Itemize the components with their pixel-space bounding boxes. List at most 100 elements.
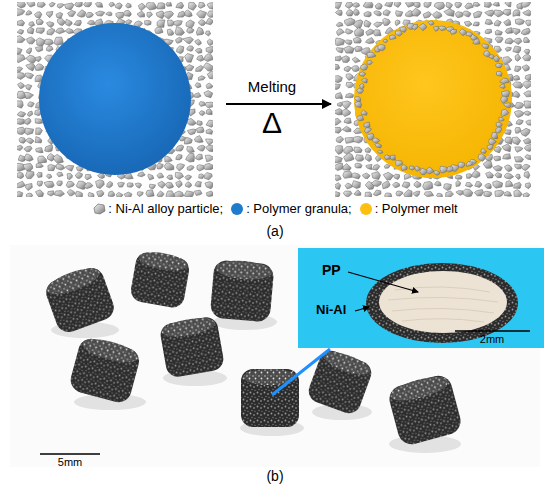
alloy-particle xyxy=(344,153,354,161)
panel-label: (b) xyxy=(266,468,283,484)
alloy-particle xyxy=(197,127,204,133)
alloy-particle xyxy=(522,2,531,7)
alloy-particle xyxy=(512,137,520,145)
alloy-particle xyxy=(360,83,364,89)
alloy-particle xyxy=(364,11,371,17)
alloy-particle xyxy=(25,73,34,79)
alloy-particle xyxy=(176,155,182,160)
alloy-particle xyxy=(466,183,473,188)
alloy-particle xyxy=(493,181,503,188)
alloy-particle xyxy=(199,102,206,107)
alloy-particle xyxy=(383,10,390,16)
alloy-particle xyxy=(523,138,531,144)
alloy-particle xyxy=(493,2,500,6)
alloy-particle xyxy=(432,12,442,19)
alloy-particle xyxy=(335,118,341,125)
alloy-particle xyxy=(494,156,501,161)
alloy-particle xyxy=(185,54,194,63)
alloy-particle xyxy=(117,192,123,197)
alloy-particle xyxy=(17,145,23,150)
alloy-particle xyxy=(157,3,165,9)
alloy-particle xyxy=(195,39,202,45)
alloy-particle xyxy=(342,101,351,109)
alloy-particle xyxy=(506,181,513,187)
alloy-particle xyxy=(17,101,23,108)
legend-text: : Polymer granula; xyxy=(246,201,352,216)
alloy-particle xyxy=(364,20,371,27)
alloy-particle xyxy=(378,150,384,153)
alloy-particle xyxy=(513,82,523,88)
alloy-particle xyxy=(365,154,372,162)
alloy-particle xyxy=(166,191,175,197)
alloy-particle xyxy=(393,183,400,188)
alloy-particle xyxy=(525,183,531,189)
alloy-particle xyxy=(57,172,63,177)
alloy-particle xyxy=(515,174,520,179)
alloy-particle xyxy=(524,37,530,42)
alloy-particle xyxy=(184,137,192,144)
alloy-particle xyxy=(522,65,529,71)
alloy-particle xyxy=(137,192,143,197)
alloy-particle xyxy=(505,28,512,34)
alloy-particle xyxy=(412,24,418,30)
alloy-particle xyxy=(355,155,363,162)
alloy-particle xyxy=(206,129,213,134)
alloy-particle xyxy=(46,11,53,17)
alloy-particle xyxy=(187,147,195,153)
alloy-particle xyxy=(359,72,366,77)
part-label: Ni-Al xyxy=(316,303,346,318)
alloy-particle xyxy=(45,144,53,152)
alloy-particle xyxy=(346,74,353,81)
alloy-particle xyxy=(503,154,511,159)
alloy-particle xyxy=(500,84,505,89)
alloy-particle xyxy=(65,28,74,33)
alloy-particle xyxy=(157,173,164,178)
alloy-particle xyxy=(76,191,83,197)
alloy-particle xyxy=(206,18,213,25)
alloy-particle xyxy=(473,39,480,45)
scale-bar xyxy=(455,330,530,332)
alloy-particle xyxy=(374,22,383,27)
alloy-particle xyxy=(199,111,204,116)
alloy-particle xyxy=(373,138,380,143)
alloy-particle xyxy=(18,83,25,89)
alloy-particle xyxy=(354,190,361,196)
alloy-particle xyxy=(195,181,202,187)
alloy-particle xyxy=(343,164,351,171)
alloy-particle xyxy=(375,3,382,9)
alloy-particle xyxy=(205,155,213,162)
alloy-particle xyxy=(522,164,530,170)
alloy-particle xyxy=(187,28,195,34)
alloy-particle xyxy=(195,83,201,88)
alloy-particle xyxy=(342,56,350,63)
alloy-particle xyxy=(464,21,472,26)
alloy-particle xyxy=(353,9,359,16)
alloy-particle xyxy=(206,46,213,53)
alloy-particle xyxy=(353,136,363,143)
alloy-particle xyxy=(36,28,44,34)
alloy-particle xyxy=(523,81,531,89)
alloy-particle xyxy=(352,57,360,63)
alloy-particle xyxy=(176,145,184,151)
alloy-particle xyxy=(197,11,207,19)
alloy-particle xyxy=(335,64,340,70)
alloy-particle xyxy=(335,156,342,163)
alloy-particle xyxy=(204,63,214,72)
alloy-particle xyxy=(434,181,441,186)
alloy-particle xyxy=(204,91,213,98)
alloy-particle xyxy=(35,119,42,124)
alloy-particle xyxy=(145,21,152,26)
alloy-particle xyxy=(378,45,385,51)
alloy-particle xyxy=(35,47,42,52)
particle-bed xyxy=(335,2,531,197)
alloy-particle xyxy=(440,166,448,173)
alloy-particle xyxy=(515,66,521,72)
alloy-particle xyxy=(456,180,461,186)
alloy-particle xyxy=(524,144,531,151)
alloy-particle xyxy=(84,2,92,7)
alloy-particle xyxy=(424,2,431,8)
alloy-particle xyxy=(505,38,514,44)
alloy-particle xyxy=(157,20,165,27)
alloy-particle xyxy=(419,23,427,30)
alloy-particle xyxy=(515,128,521,134)
